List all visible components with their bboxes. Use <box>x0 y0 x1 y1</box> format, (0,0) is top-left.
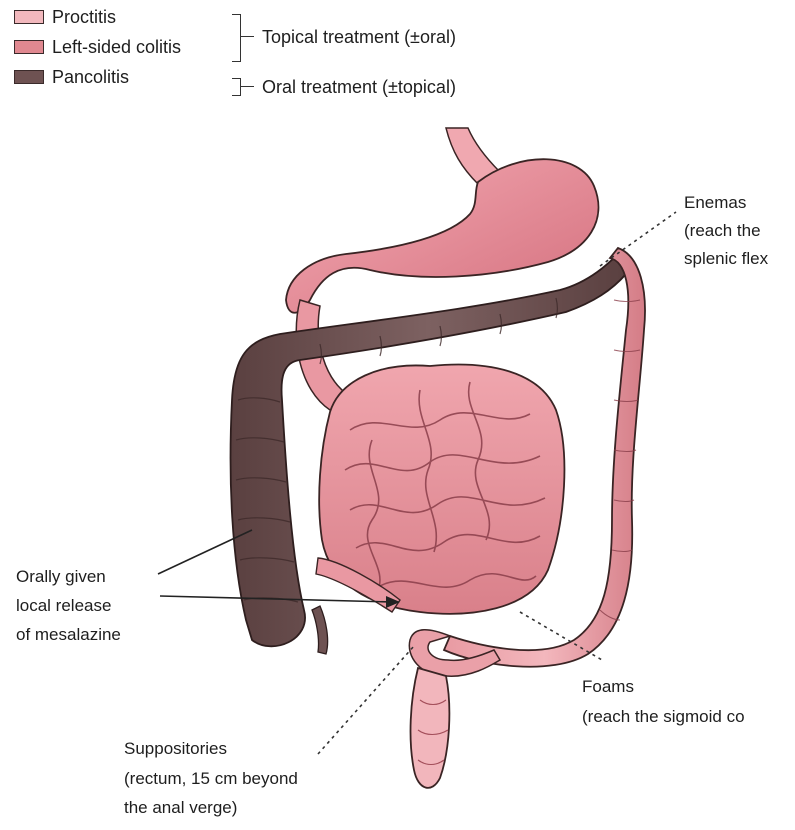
enemas-label: splenic flex <box>684 248 768 269</box>
oral-release-label: of mesalazine <box>16 624 121 645</box>
suppositories-label: (rectum, 15 cm beyond <box>124 768 298 789</box>
suppositories-label: Suppositories <box>124 738 227 759</box>
suppositories-label: the anal verge) <box>124 797 237 818</box>
foams-label: (reach the sigmoid co <box>582 706 745 727</box>
enemas-label: (reach the <box>684 220 761 241</box>
rectum <box>411 668 450 788</box>
appendix <box>312 606 328 654</box>
stomach <box>286 159 598 313</box>
oral-release-label: Orally given <box>16 566 106 587</box>
foams-label: Foams <box>582 676 634 697</box>
suppositories-leader-line <box>318 646 414 754</box>
oral-release-label: local release <box>16 595 111 616</box>
enemas-label: Enemas <box>684 192 746 213</box>
